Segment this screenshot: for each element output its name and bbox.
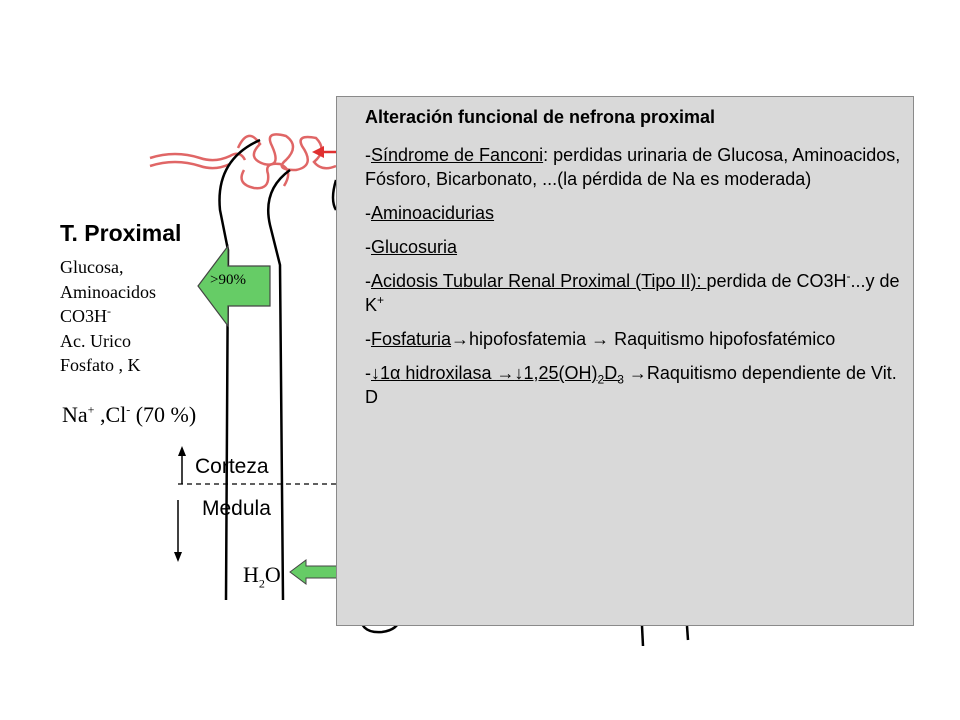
acidosis-text-2: ...y de K bbox=[365, 271, 900, 315]
fosfaturia-mid: hipofosfatemia bbox=[469, 329, 592, 349]
dash: - bbox=[365, 145, 371, 165]
collecting-duct-1 bbox=[640, 625, 645, 647]
water-sub: 2 bbox=[258, 576, 265, 591]
up-arrow-head bbox=[178, 446, 186, 456]
glomerulus-coil-2 bbox=[240, 162, 290, 190]
fosfaturia-name: Fosfaturia bbox=[371, 329, 452, 349]
panel-title: Alteración funcional de nefrona proximal bbox=[365, 107, 716, 127]
fanconi-text: : perdidas urinaria de Glucosa, Aminoaci… bbox=[365, 145, 901, 189]
co3h-charge: - bbox=[846, 269, 851, 283]
water-label: H2O bbox=[243, 562, 281, 591]
na-cl-reabsorption: Na+ ,Cl- (70 %) bbox=[62, 402, 196, 428]
list-item: Ac. Urico bbox=[60, 330, 131, 351]
k-charge: + bbox=[377, 293, 385, 307]
cl-charge: - bbox=[126, 402, 131, 417]
list-item: Fosfato , K bbox=[60, 355, 141, 375]
acidosis-name: Acidosis Tubular Renal Proximal (Tipo II… bbox=[371, 271, 707, 291]
info-panel-content: Alteración funcional de nefrona proximal… bbox=[365, 105, 903, 419]
green-arrow-h2o bbox=[289, 559, 339, 585]
aminoacidurias-text: Aminoacidurias bbox=[371, 203, 495, 223]
right-arrow-icon: → bbox=[496, 363, 515, 383]
medula-label: Medula bbox=[202, 497, 271, 520]
one-text: 1 bbox=[380, 363, 391, 383]
red-vessel-left-2 bbox=[149, 160, 231, 170]
alpha-symbol: α bbox=[390, 363, 401, 383]
fanconi-name: Síndrome de Fanconi bbox=[371, 145, 544, 165]
list-item: Aminoacidos bbox=[60, 281, 156, 302]
right-arrow-icon: → bbox=[451, 329, 470, 349]
glomerulus-coil bbox=[236, 133, 337, 172]
compound-text: 1,25(OH) bbox=[523, 363, 598, 383]
list-item: CO3H- bbox=[60, 304, 156, 329]
panel-item-fosfaturia: -Fosfaturia→hipofosfatemia → Raquitismo … bbox=[365, 327, 903, 351]
proximal-tubule-title: T. Proximal bbox=[60, 220, 182, 246]
panel-item-hidroxilasa: -↓1α hidroxilasa →↓1,25(OH)2D3 →Raquitis… bbox=[365, 361, 903, 409]
compound-sub: 3 bbox=[617, 372, 624, 387]
dash: - bbox=[365, 329, 371, 349]
na-charge: + bbox=[87, 402, 95, 417]
dash: - bbox=[365, 203, 371, 223]
reabsorption-percent: (70 %) bbox=[135, 402, 197, 427]
co3h-charge: - bbox=[107, 304, 112, 318]
down-arrow-icon: ↓ bbox=[514, 363, 524, 383]
list-item: Glucosa, bbox=[60, 257, 124, 277]
water-o: O bbox=[264, 562, 281, 587]
tubule-right-outer bbox=[331, 179, 338, 211]
corteza-label: Corteza bbox=[195, 455, 269, 478]
list-item-text: CO3H bbox=[60, 306, 108, 326]
panel-item-aminoacidurias: -Aminoacidurias bbox=[365, 201, 903, 225]
down-arrow-icon: ↓ bbox=[371, 363, 380, 383]
red-vessel-left bbox=[149, 152, 247, 162]
acidosis-text-1: perdida de CO3H bbox=[706, 271, 847, 291]
glucosuria-text: Glucosuria bbox=[371, 237, 458, 257]
hidroxilasa-name: hidroxilasa bbox=[400, 363, 497, 383]
panel-item-acidosis: -Acidosis Tubular Renal Proximal (Tipo I… bbox=[365, 269, 903, 317]
dash: - bbox=[365, 363, 371, 383]
compound-d: D bbox=[604, 363, 618, 383]
tubule-inner bbox=[266, 168, 291, 601]
dash: - bbox=[365, 237, 371, 257]
right-arrow-icon: → bbox=[623, 363, 647, 383]
red-arrow-head bbox=[312, 146, 324, 158]
down-arrow-head bbox=[174, 552, 182, 562]
tubule-outer bbox=[218, 138, 261, 601]
hidroxilasa-end: Raquitismo dependiente de Vit. D bbox=[365, 363, 897, 407]
compound-sub: 2 bbox=[597, 372, 605, 387]
fosfaturia-end: Raquitismo hipofosfatémico bbox=[609, 329, 836, 349]
collecting-duct-2 bbox=[685, 625, 690, 641]
cl-label: ,Cl bbox=[94, 402, 127, 427]
green-arrow-label: >90% bbox=[210, 272, 246, 288]
green-arrow-90 bbox=[197, 244, 271, 328]
info-panel: Alteración funcional de nefrona proximal… bbox=[336, 96, 914, 626]
panel-item-fanconi: -Síndrome de Fanconi: perdidas urinaria … bbox=[365, 143, 903, 191]
proximal-reabsorbed-list: Glucosa, Aminoacidos CO3H- Ac. Urico Fos… bbox=[60, 255, 156, 378]
dash: - bbox=[365, 271, 371, 291]
right-arrow-icon: → bbox=[591, 329, 610, 349]
panel-item-glucosuria: -Glucosuria bbox=[365, 235, 903, 259]
na-label: Na bbox=[62, 402, 88, 427]
water-h: H bbox=[243, 562, 259, 587]
hidroxilasa-underlined: ↓1α hidroxilasa →↓1,25(OH)2D3 bbox=[371, 363, 624, 386]
